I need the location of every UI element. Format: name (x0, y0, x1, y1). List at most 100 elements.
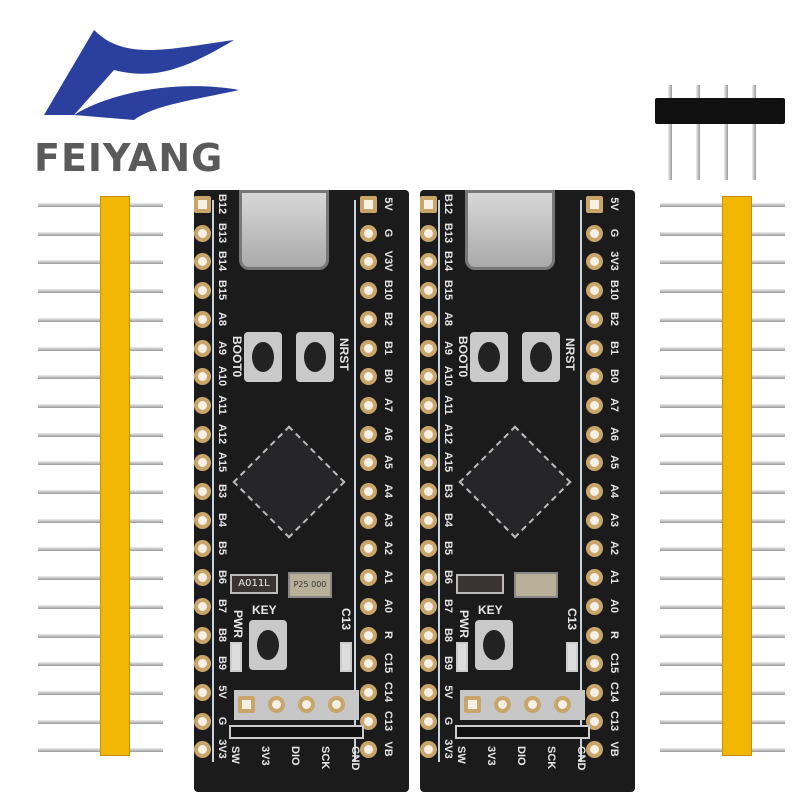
swd-hole (494, 696, 511, 713)
pin-label: B15 (442, 280, 454, 301)
pin-hole (420, 253, 437, 271)
pin-hole (420, 282, 437, 300)
pin-label: VB (608, 741, 620, 757)
pin-label: R (382, 630, 394, 639)
pin-label: A12 (442, 423, 454, 444)
pin-label: A8 (442, 311, 454, 326)
pin-hole (360, 511, 377, 529)
reset-label: NRST (563, 338, 577, 371)
pin-hole (360, 683, 377, 701)
pin-label: A5 (382, 455, 394, 470)
pin-hole (194, 310, 211, 328)
swd-bar (455, 725, 590, 739)
swd-label: SW (455, 746, 467, 764)
pin-label: B4 (442, 512, 454, 527)
pin-hole (360, 196, 377, 213)
brand-name: FEIYANG (34, 136, 224, 180)
pin-label: 3V3 (442, 739, 454, 760)
pin-label: C14 (382, 681, 394, 702)
pin-label: A6 (382, 426, 394, 441)
pin-hole (194, 339, 211, 357)
pin-label: G (608, 228, 620, 237)
mcu-chip (232, 425, 346, 539)
pin-label: B14 (216, 251, 228, 272)
silkscreen-rail (438, 200, 440, 762)
pin-hole (360, 597, 377, 615)
pin-label: B13 (216, 222, 228, 243)
pin-label: B2 (608, 311, 620, 326)
pin-hole (586, 511, 603, 529)
pin-label: A9 (216, 340, 228, 355)
pin-hole (194, 626, 211, 644)
pin-hole (586, 282, 603, 300)
pin-hole (360, 540, 377, 558)
pin-hole (194, 540, 211, 558)
pin-hole (194, 368, 211, 386)
pin-label: B12 (442, 193, 454, 215)
pin-label: C14 (608, 681, 620, 702)
pin-hole (586, 253, 603, 271)
reset-button (522, 332, 560, 382)
swd-label: SW (229, 746, 241, 764)
swd-hole (268, 696, 285, 713)
boot-label: BOOT0 (456, 336, 470, 378)
pin-hole (194, 655, 211, 673)
pin-hole (194, 425, 211, 443)
pin-label: B6 (216, 570, 228, 585)
pin-hole (420, 483, 437, 500)
silkscreen-rail (354, 200, 356, 762)
pin-label: B7 (442, 598, 454, 613)
pin-hole (420, 626, 437, 644)
pin-hole (194, 196, 211, 213)
pin-label: A3 (608, 512, 620, 527)
pin-label: C13 (608, 710, 620, 731)
header-plastic (722, 196, 752, 756)
pin-label: B5 (216, 541, 228, 556)
pwr-label: PWR (457, 610, 471, 638)
swd-label: 3V3 (485, 746, 497, 766)
swd-label: DIO (289, 746, 301, 766)
pin-label: B8 (216, 627, 228, 642)
header-pin (752, 85, 756, 180)
pin-hole (586, 626, 603, 644)
pin-hole (586, 655, 603, 673)
pin-label: B6 (442, 570, 454, 585)
pin-label: VB (382, 741, 394, 757)
led-label: C13 (339, 608, 353, 631)
ic-component: A011L (230, 574, 278, 594)
pin-label: A0 (382, 598, 394, 613)
pin-label: A0 (608, 598, 620, 613)
usb-c-connector (465, 190, 555, 270)
pin-hole (586, 483, 603, 500)
swd-label: SCK (319, 746, 331, 770)
header-pin (668, 85, 672, 180)
mcu-chip (458, 425, 572, 539)
pin-label: 3V3 (608, 251, 620, 272)
swd-hole (298, 696, 315, 713)
pin-hole (360, 396, 377, 414)
swd-hole (524, 696, 541, 713)
pin-hole (420, 540, 437, 558)
silkscreen-rail (212, 200, 214, 762)
swd-hole (464, 696, 481, 713)
pin-hole (194, 396, 211, 414)
header-pin (724, 85, 728, 180)
reset-label: NRST (337, 338, 351, 371)
pin-label: C15 (608, 653, 620, 674)
pin-hole (360, 425, 377, 443)
pin-hole (586, 683, 603, 701)
pin-label: A11 (216, 395, 228, 415)
pin-label: B12 (216, 193, 228, 215)
pin-label: B1 (608, 340, 620, 355)
pin-hole (360, 368, 377, 386)
swd-hole (238, 696, 255, 713)
pin-hole (360, 253, 377, 271)
pin-hole (194, 569, 211, 587)
pin-hole (360, 282, 377, 300)
header-pin (696, 85, 700, 180)
pin-label: A12 (216, 423, 228, 444)
pin-label: B1 (382, 340, 394, 355)
pin-hole (586, 597, 603, 615)
header-plastic (100, 196, 130, 756)
pin-hole (420, 339, 437, 357)
